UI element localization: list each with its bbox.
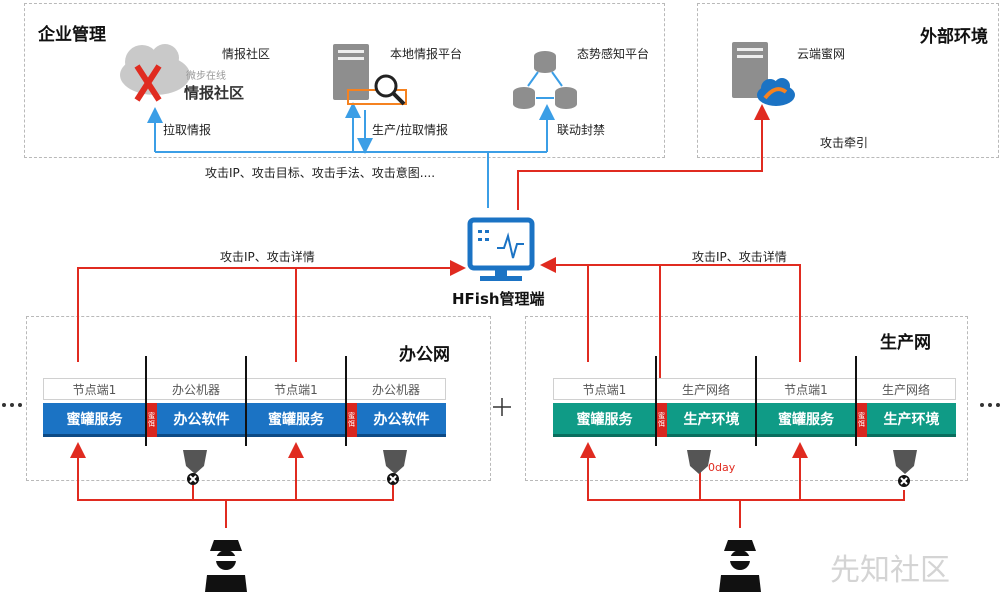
intel-community-label: 情报社区 [222,47,271,61]
plus-icon [493,398,511,416]
external-title: 外部环境 [920,27,988,47]
weibu-big-label: 情报社区 [184,84,245,102]
linkage-block-label: 联动封禁 [557,123,606,137]
produce-pull-label: 生产/拉取情报 [372,123,449,137]
office-honeypot-service-1: 蜜罐服务 [43,403,146,437]
office-separator-3 [345,356,347,446]
office-bait-tag-2: 蜜饵 [346,403,357,437]
office-honeypot-service-2: 蜜罐服务 [246,403,346,437]
prod-separator-1 [655,356,657,446]
prod-separator-3 [855,356,857,446]
prod-network-header-2: 生产网络 [856,378,956,400]
office-software-2: 办公软件 [357,403,446,437]
enterprise-zone [24,3,665,158]
enterprise-title: 企业管理 [38,25,106,45]
attacker-icons [205,540,761,592]
attack-lure-label: 攻击牵引 [820,136,869,150]
situation-db-icon [513,51,577,109]
left-flow-label: 攻击IP、攻击详情 [220,250,315,264]
shield-icons [183,450,917,474]
office-node-header-2: 节点端1 [246,378,346,400]
prod-honeypot-service-2: 蜜罐服务 [756,403,856,437]
prod-bait-tag-1: 蜜饵 [656,403,667,437]
production-zone [525,316,968,481]
prod-network-header-1: 生产网络 [656,378,756,400]
pull-intel-label: 拉取情报 [163,123,212,137]
office-separator-2 [245,356,247,446]
prod-node-header-2: 节点端1 [756,378,856,400]
prod-environment-1: 生产环境 [667,403,756,437]
right-flow-label: 攻击IP、攻击详情 [692,250,787,264]
cloud-honeynet-label: 云端蜜网 [797,47,846,61]
prod-honeypot-service-1: 蜜罐服务 [553,403,656,437]
prod-bait-tag-2: 蜜饵 [856,403,867,437]
office-separator-1 [145,356,147,446]
prod-environment-2: 生产环境 [867,403,956,437]
hfish-monitor-icon [467,217,535,281]
office-node-header-1: 节点端1 [43,378,146,400]
hfish-label: HFish管理端 [452,290,545,308]
office-machine-header-2: 办公机器 [346,378,446,400]
weibu-cloud-icon [120,44,190,102]
prod-node-header-1: 节点端1 [553,378,656,400]
office-zone [26,316,491,481]
local-intel-server-icon [333,44,407,106]
situation-label: 态势感知平台 [577,47,650,61]
zero-day-label: 0day [708,461,736,474]
office-software-1: 办公软件 [157,403,246,437]
external-zone [697,3,999,158]
attack-info-label: 攻击IP、攻击目标、攻击手法、攻击意图.... [205,166,436,180]
weibu-small-label: 微步在线 [186,71,226,82]
office-bait-tag-1: 蜜饵 [146,403,157,437]
office-machine-header-1: 办公机器 [146,378,246,400]
office-title: 办公网 [399,345,450,365]
local-intel-label: 本地情报平台 [390,47,463,61]
watermark-text: 先知社区 [830,553,950,588]
cloud-honeynet-icon [732,42,795,106]
production-title: 生产网 [880,333,931,353]
prod-separator-2 [755,356,757,446]
